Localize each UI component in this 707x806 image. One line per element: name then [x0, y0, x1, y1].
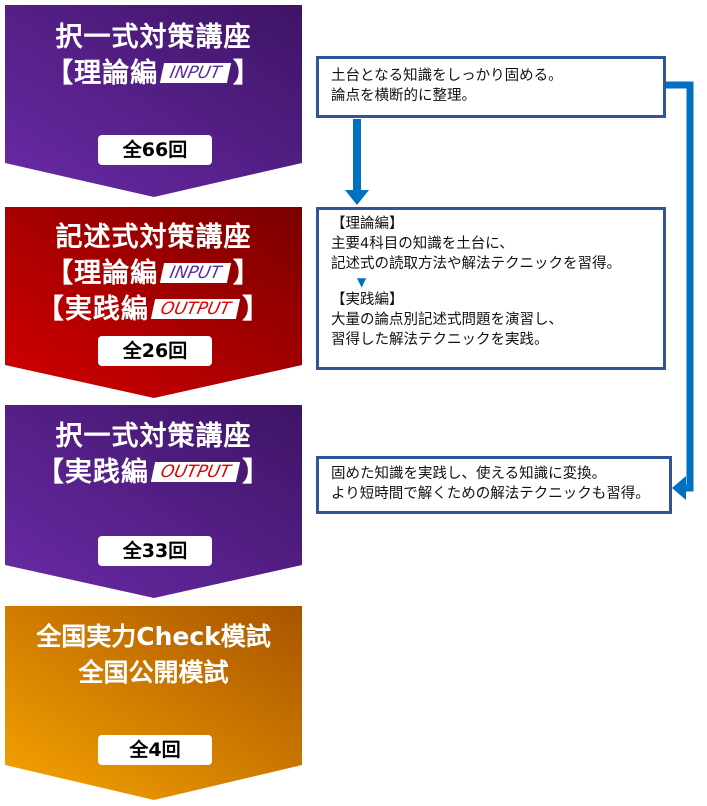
note-box-2: 【理論編】 主要4科目の知識を土台に、 記述式の読取方法や解法テクニックを習得。…: [316, 207, 666, 370]
stage-title-text: 記述式対策講座: [55, 222, 252, 253]
small-down-arrow-icon: ▼: [357, 275, 367, 289]
connector-arrowhead-icon: [672, 476, 686, 500]
note-box-3: 固めた知識を実践し、使える知識に変換。 より短時間で解くための解法テクニックも習…: [316, 456, 672, 514]
note-line: 習得した解法テクニックを実践。: [331, 332, 549, 348]
stage-4-chevron: [5, 606, 302, 800]
note-line: より短時間で解くための解法テクニックも習得。: [331, 486, 650, 502]
stage-4-count: 全4回: [98, 735, 212, 765]
bracket: 】: [242, 294, 271, 325]
label: 【実践編: [36, 294, 149, 325]
stage-4-title: 全国実力Check模試 全国公開模試: [5, 619, 302, 691]
note-line: 土台となる知識をしっかり固める。: [331, 68, 563, 84]
label: 【実践編: [36, 457, 149, 488]
stage-title-text: 択一式対策講座: [55, 22, 252, 53]
stage-1-count: 全66回: [98, 135, 212, 165]
bracket: 】: [232, 258, 261, 289]
stage-title-text-2: 全国公開模試: [78, 658, 229, 687]
stage-2-count: 全26回: [98, 336, 212, 366]
down-arrow-icon: [345, 119, 369, 205]
connector-arrow-icon: [666, 81, 694, 492]
label: 【理論編: [46, 258, 159, 289]
note-heading: 【実践編】: [331, 292, 404, 308]
label: 【理論編: [46, 58, 159, 89]
output-tag: OUTPUT: [150, 462, 241, 482]
note-line: 大量の論点別記述式問題を演習し、: [331, 312, 563, 328]
input-tag: INPUT: [159, 263, 232, 283]
stage-3-chevron: [5, 405, 302, 598]
note-line: 論点を横断的に整理。: [331, 88, 476, 104]
stage-1-chevron: [5, 5, 302, 197]
output-tag: OUTPUT: [150, 299, 241, 319]
stage-title-text: 全国実力Check模試: [36, 622, 271, 651]
input-tag: INPUT: [159, 63, 232, 83]
stage-title-text: 択一式対策講座: [55, 421, 252, 452]
note-heading: 【理論編】: [331, 216, 404, 232]
bracket: 】: [232, 58, 261, 89]
bracket: 】: [242, 457, 271, 488]
note-box-1: 土台となる知識をしっかり固める。 論点を横断的に整理。: [316, 56, 666, 118]
note-line: 固めた知識を実践し、使える知識に変換。: [331, 466, 607, 482]
stage-3-count: 全33回: [98, 536, 212, 566]
note-line: 記述式の読取方法や解法テクニックを習得。: [331, 256, 621, 272]
note-line: 主要4科目の知識を土台に、: [331, 236, 514, 252]
